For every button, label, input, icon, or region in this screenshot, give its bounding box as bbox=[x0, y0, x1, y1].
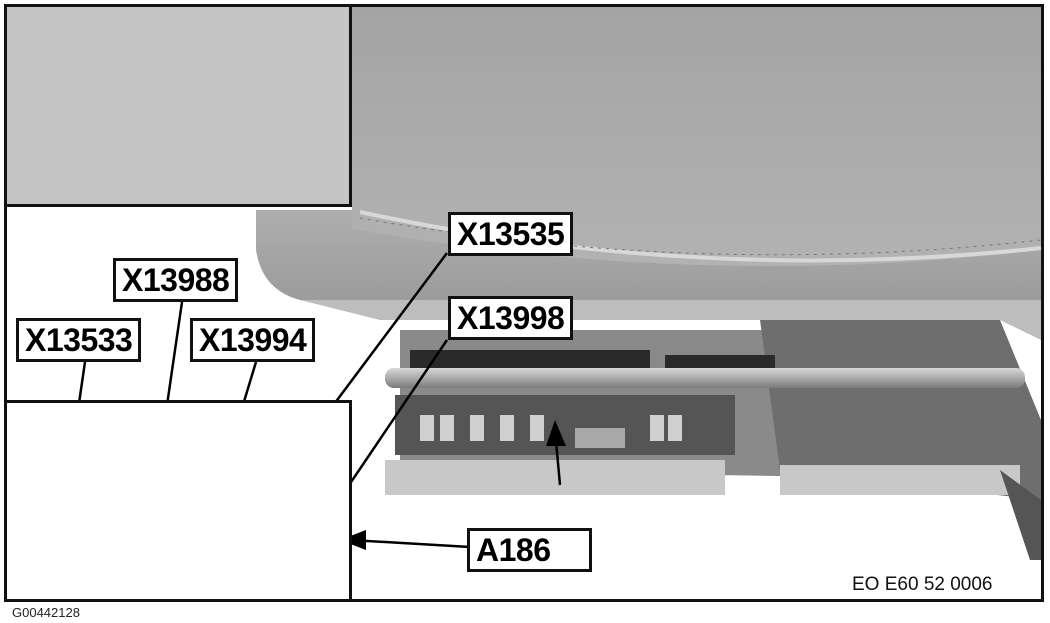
inset-module-closeup bbox=[4, 400, 352, 602]
figure-code: EO E60 52 0006 bbox=[852, 574, 993, 595]
callout-a186: A186 bbox=[467, 528, 592, 572]
callout-x13533: X13533 bbox=[16, 318, 142, 362]
inset-seat-overview bbox=[4, 4, 352, 207]
callout-x13988: X13988 bbox=[113, 258, 239, 302]
callout-x13998: X13998 bbox=[448, 296, 574, 340]
callout-x13994: X13994 bbox=[190, 318, 316, 362]
callout-x13535: X13535 bbox=[448, 212, 574, 256]
image-id: G00442128 bbox=[12, 605, 80, 620]
